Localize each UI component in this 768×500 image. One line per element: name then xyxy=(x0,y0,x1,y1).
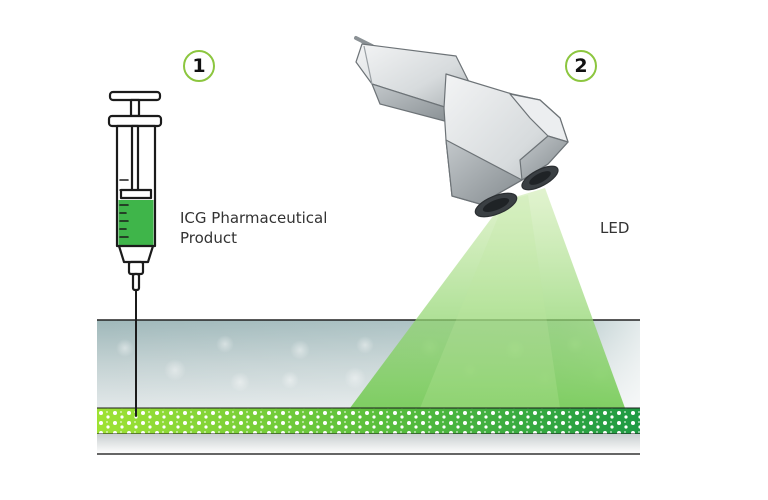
blood-vessel-layer xyxy=(97,407,640,435)
nir-camera-icon xyxy=(354,36,569,218)
icg-label-line-2: Product xyxy=(180,229,237,247)
step-2-badge: 2 xyxy=(565,50,597,82)
led-light-beam xyxy=(350,188,625,408)
icg-label-line-1: ICG Pharmaceutical xyxy=(180,209,328,227)
led-label: LED xyxy=(600,219,630,237)
syringe-icon xyxy=(107,90,163,417)
icg-product-label: ICG Pharmaceutical Product xyxy=(180,208,350,248)
step-1-badge: 1 xyxy=(183,50,215,82)
lower-tissue-layer xyxy=(97,434,640,455)
